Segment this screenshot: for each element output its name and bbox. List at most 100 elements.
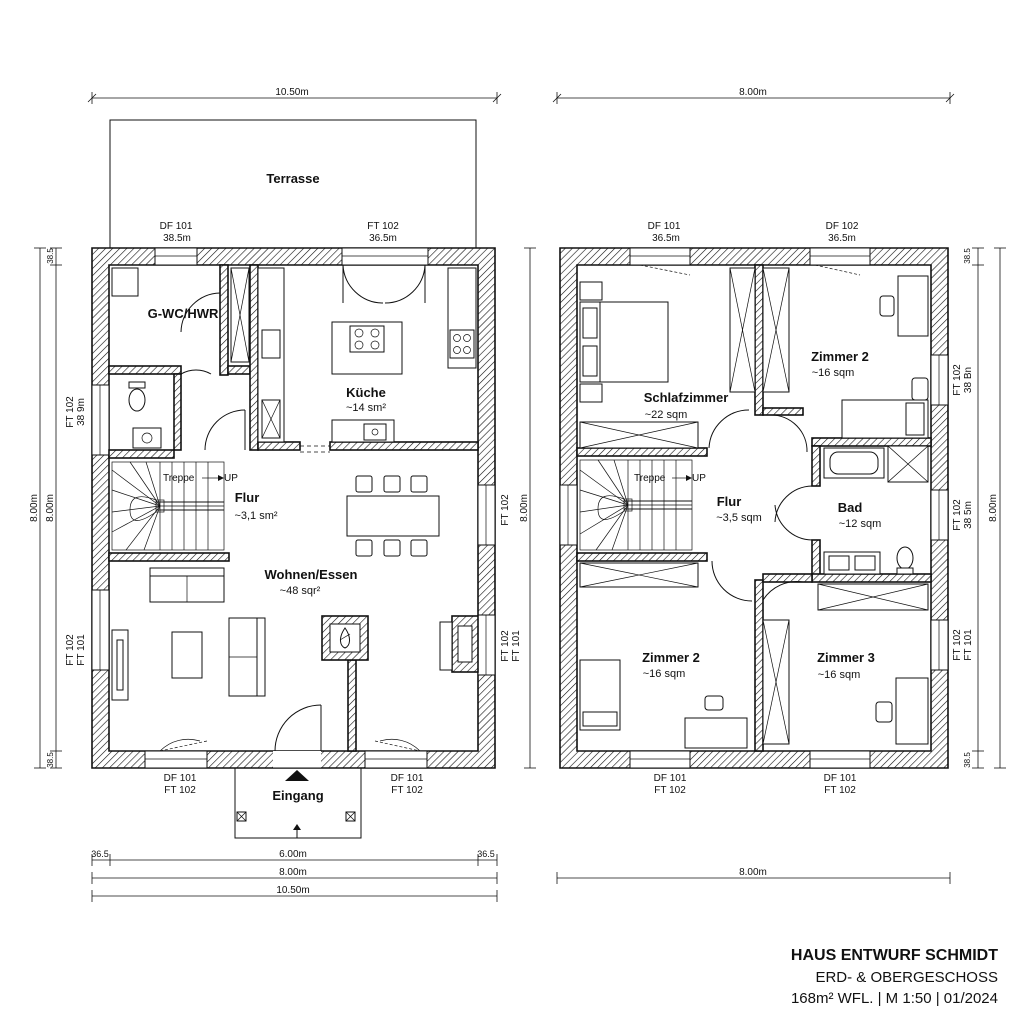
eg-dim-right: 8.00m [519, 494, 530, 522]
room-kueche: Küche [346, 385, 386, 400]
room-bad: Bad [838, 500, 863, 515]
og-window-size-right-1: 38 Bn [963, 367, 974, 393]
wardrobe-zimmer2-bottom [579, 562, 699, 588]
eg-wall-kitchen-bottom [329, 441, 479, 451]
sofa-top [149, 567, 225, 603]
og-wall-zimmer-divider [754, 579, 764, 752]
room-zimmer2-bottom: Zimmer 2 [642, 650, 700, 665]
project-title: HAUS ENTWURF SCHMIDT [790, 947, 998, 964]
eg-dim-bottom-600: 6.00m [279, 849, 307, 860]
wardrobe-zimmer3-left [762, 619, 790, 745]
eg-dim-bottom-1050: 10.50m [276, 885, 309, 896]
eg-wall-wc-right [173, 373, 182, 451]
eg-window-label-bottom-1b: FT 102 [164, 785, 196, 796]
eg-window-label-bottom-1: DF 101 [164, 773, 197, 784]
cooktop-icon [449, 329, 475, 359]
eg-wall-fireplace [347, 659, 357, 752]
eg-window-size-left-1: 38 9m [76, 398, 87, 426]
staircase-og [579, 459, 693, 551]
room-kueche-area: ~14 sm² [346, 402, 386, 414]
room-flur-og: Flur [717, 494, 742, 509]
fireplace-icon [321, 615, 369, 661]
room-wohnen-area: ~48 sqr² [280, 585, 321, 597]
room-wohnen: Wohnen/Essen [265, 567, 358, 582]
entrance-porch [234, 767, 362, 839]
wc-cabinet [111, 267, 139, 297]
top-dimension-og: 8.00m [552, 87, 955, 104]
room-zimmer3-area: ~16 sqm [818, 669, 861, 681]
door-swing-wc [180, 292, 221, 333]
eg-window-label-bottom-2: DF 101 [391, 773, 424, 784]
eg-wall-wc-bottom [108, 365, 182, 375]
eg-dim-bottom-800: 8.00m [279, 867, 307, 878]
eg-window-size-top-1: 38.5m [163, 233, 191, 244]
og-window-size-top-1: 36.5m [652, 233, 680, 244]
eg-dim-left-inner: 8.00m [45, 494, 56, 522]
coffee-table [171, 631, 203, 679]
og-wall-schlaf-right [754, 264, 764, 416]
room-wc: G-WC/HWR [148, 306, 219, 321]
eg-dim-bottom-wall-right: 36.5 [477, 849, 495, 859]
eg-window-size-top-2: 36.5m [369, 233, 397, 244]
og-wall-bad-left [811, 445, 821, 487]
og-wall-bad-top [811, 437, 932, 447]
room-flur-eg: Flur [235, 490, 260, 505]
stair-label-eg: Treppe [163, 473, 195, 484]
og-window-size-top-2: 36.5m [828, 233, 856, 244]
eg-wall-kitchen-left [249, 264, 259, 451]
og-window-label-top-1: DF 101 [648, 221, 681, 232]
eg-window-label-bottom-2b: FT 102 [391, 785, 423, 796]
terrace-outline [109, 119, 477, 248]
upper-floor-plan: Schlafzimmer ~22 sqm Zimmer 2 ~16 sqm [556, 221, 1006, 884]
title-block: HAUS ENTWURF SCHMIDT ERD- & OBERGESCHOSS… [791, 945, 998, 1010]
arrow-up-icon [285, 770, 309, 781]
eg-dim-left-wall-bottom: 38.5 [46, 752, 55, 768]
og-window-label-bottom-2b: FT 102 [824, 785, 856, 796]
og-window-label-bottom-1b: FT 102 [654, 785, 686, 796]
og-wall-stair-bottom [576, 552, 708, 562]
stair-label-og: Treppe [634, 473, 666, 484]
room-flur-og-area: ~3,5 sqm [716, 512, 762, 524]
stair-up-eg: UP [224, 473, 238, 484]
wardrobe-zimmer3 [817, 583, 929, 611]
bed-double [579, 281, 669, 403]
room-zimmer2-top: Zimmer 2 [811, 349, 869, 364]
top-dimension-eg: 10.50m [87, 87, 502, 104]
dim-label-eg-width: 10.50m [275, 87, 308, 98]
eg-dim-left-wall-top: 38.5 [46, 248, 55, 264]
og-dim-bottom-800: 8.00m [739, 867, 767, 878]
door-swing-entrance [274, 704, 322, 752]
room-schlaf-area: ~22 sqm [645, 409, 688, 421]
eg-wall-stair-top [108, 449, 175, 459]
door-swing-flur [204, 409, 246, 451]
room-zimmer2-bottom-area: ~16 sqm [643, 668, 686, 680]
eg-dim-left-outer: 8.00m [29, 494, 40, 522]
og-window-size-right-2: 38 5m [963, 501, 974, 529]
room-terrasse: Terrasse [266, 171, 319, 186]
bed-single-zimmer2-bottom [579, 659, 621, 731]
og-dim-right-wall-bottom: 38.5 [963, 752, 972, 768]
room-schlaf: Schlafzimmer [644, 390, 729, 405]
og-dim-right-wall-top: 38.5 [963, 248, 972, 264]
sink-icon [132, 427, 162, 449]
door-swing-schlaf [708, 409, 750, 449]
desk-zimmer2-top [897, 275, 929, 337]
og-window-label-top-2: DF 102 [826, 221, 859, 232]
double-sink-icon [823, 551, 881, 575]
wardrobe-zimmer2-top [762, 267, 790, 393]
chair-zimmer3 [875, 701, 893, 723]
eg-window-label-right-2b: FT 101 [511, 630, 522, 662]
og-window-label-bottom-1: DF 101 [654, 773, 687, 784]
desk-zimmer3 [895, 677, 929, 745]
chair-zimmer2-bottom [704, 695, 724, 711]
toilet-og-icon [896, 546, 914, 570]
og-wall-schlaf-bottom [576, 447, 708, 457]
wardrobe-schlaf-right [729, 267, 756, 393]
og-window-label-right-3b: FT 101 [963, 629, 974, 661]
og-window-label-right-3: FT 102 [952, 629, 963, 661]
bed-single-zimmer2-top [841, 399, 929, 439]
eg-window-label-left-2: FT 102 [65, 634, 76, 666]
room-flur-eg-area: ~3,1 sm² [234, 510, 277, 522]
eg-window-label-left-2b: FT 101 [76, 634, 87, 666]
